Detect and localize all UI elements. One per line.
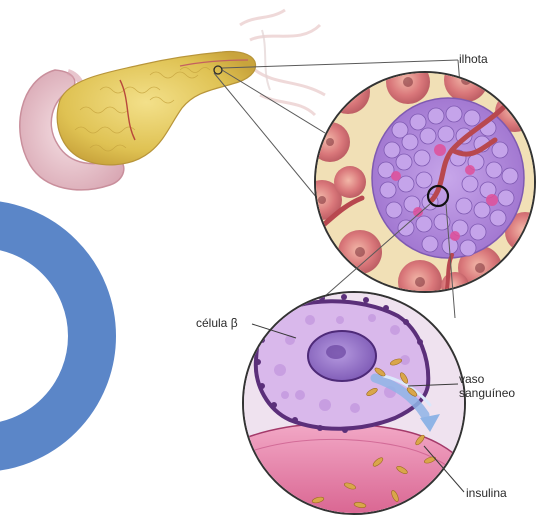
pancreas-illustration	[20, 10, 325, 190]
label-blood-vessel: vaso sanguíneo	[459, 372, 515, 400]
label-islet: ilhota	[459, 52, 488, 66]
label-beta-cell: célula β	[196, 316, 238, 330]
label-insulin: insulina	[466, 486, 507, 500]
label-blood-vessel-line2: sanguíneo	[459, 386, 515, 400]
magnified-beta-cell	[240, 290, 470, 520]
blue-ring-decoration	[0, 224, 92, 448]
label-blood-vessel-line1: vaso	[459, 372, 515, 386]
magnified-islet	[302, 58, 538, 304]
